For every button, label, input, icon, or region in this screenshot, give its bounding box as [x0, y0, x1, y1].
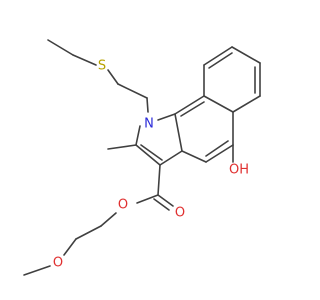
bond [107, 69, 119, 85]
bond [208, 52, 233, 69]
bond [159, 150, 183, 166]
nitrogen-atom-label: N [144, 117, 154, 132]
bond [157, 113, 176, 121]
atom-labels: S N OH O O O [53, 59, 249, 271]
molecule-drawing: S N OH O O O [23, 39, 261, 276]
bond [135, 125, 141, 146]
bond [107, 144, 137, 150]
bonds [23, 39, 261, 276]
bond [63, 238, 77, 256]
bond [75, 225, 102, 240]
bond [157, 194, 174, 207]
sulfur-atom-label: S [98, 59, 106, 74]
ester-oxygen-label: O [118, 198, 128, 213]
bond [157, 164, 161, 196]
bond [140, 144, 163, 161]
bond [153, 198, 170, 211]
bond [146, 97, 149, 113]
bond [181, 150, 207, 163]
bond [180, 101, 205, 117]
bond [23, 265, 51, 276]
bond [232, 95, 261, 113]
bond [203, 46, 233, 66]
structure-canvas: S N OH O O O [23, 39, 261, 276]
bond [205, 144, 234, 163]
bond [205, 140, 229, 157]
bond [231, 46, 261, 64]
bond [117, 83, 148, 99]
ether-oxygen-label: O [53, 256, 63, 271]
bond [174, 113, 183, 152]
bond [47, 39, 74, 56]
hydroxyl-group-label: OH [229, 163, 249, 178]
bond [136, 194, 159, 204]
bond [174, 95, 205, 115]
bond [100, 212, 117, 227]
carbonyl-oxygen-label: O [175, 206, 185, 221]
bond [72, 54, 97, 66]
bond [135, 144, 161, 166]
bond [203, 95, 234, 113]
